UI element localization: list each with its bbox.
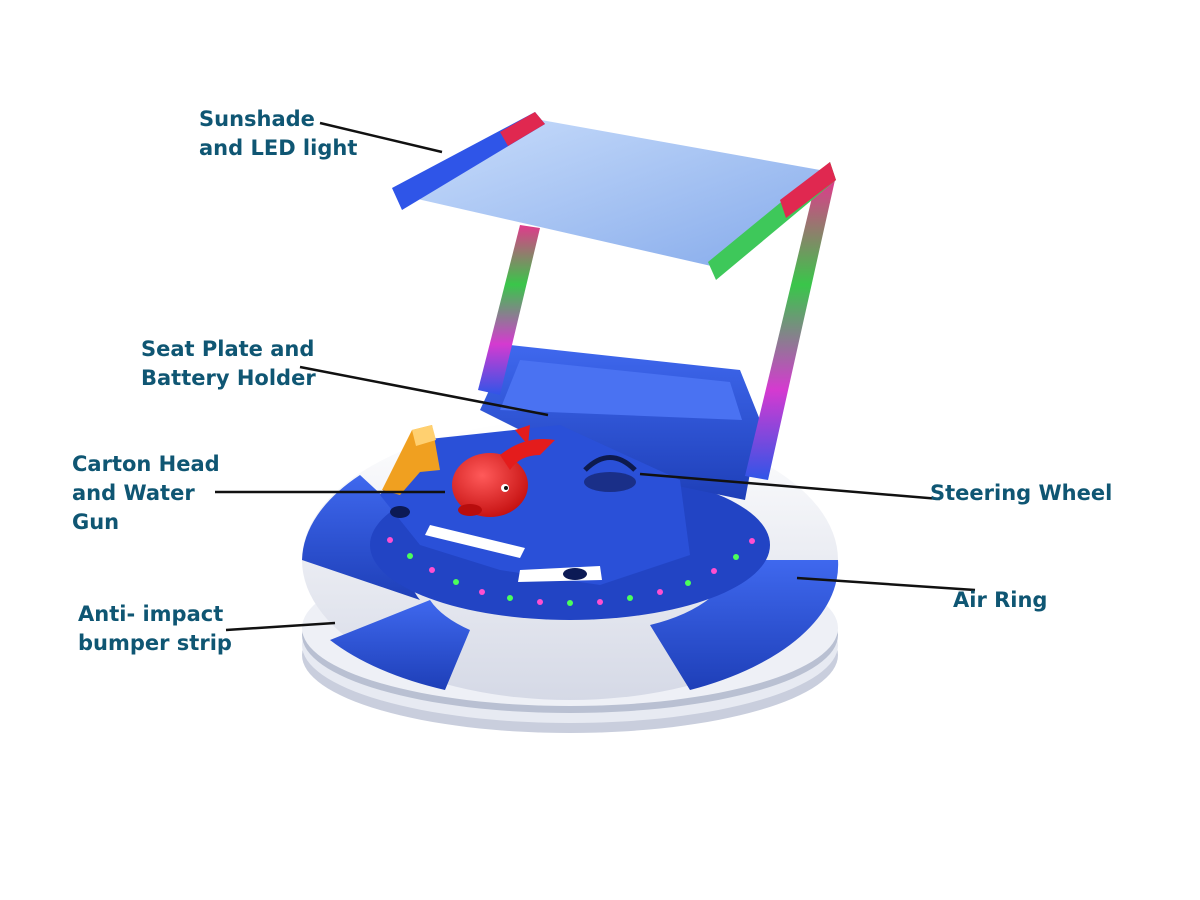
leader-line-air — [796, 576, 976, 592]
leader-line-sunshade — [319, 121, 443, 154]
led-pole-left — [478, 225, 540, 395]
led-lights — [387, 537, 755, 606]
dolphin-head — [452, 425, 555, 517]
leader-lines — [215, 121, 976, 632]
steering-wheel — [583, 455, 637, 492]
label-seat-plate: Seat Plate and Battery Holder — [141, 337, 316, 390]
label-air-ring: Air Ring — [953, 588, 1048, 612]
label-sunshade: Sunshade and LED light — [199, 107, 358, 160]
dashboard — [380, 425, 690, 585]
sunshade — [392, 112, 836, 280]
label-anti-impact: Anti- impact bumper strip — [78, 602, 232, 655]
led-pole-right — [745, 180, 835, 480]
leader-line-seat — [299, 365, 549, 417]
leader-line-steering — [639, 472, 941, 501]
leader-line-anti — [225, 621, 336, 632]
label-carton-head: Carton Head and Water Gun — [72, 452, 220, 534]
water-gun — [382, 425, 440, 495]
seat-plate — [480, 345, 760, 500]
label-steering-wheel: Steering Wheel — [930, 481, 1113, 505]
